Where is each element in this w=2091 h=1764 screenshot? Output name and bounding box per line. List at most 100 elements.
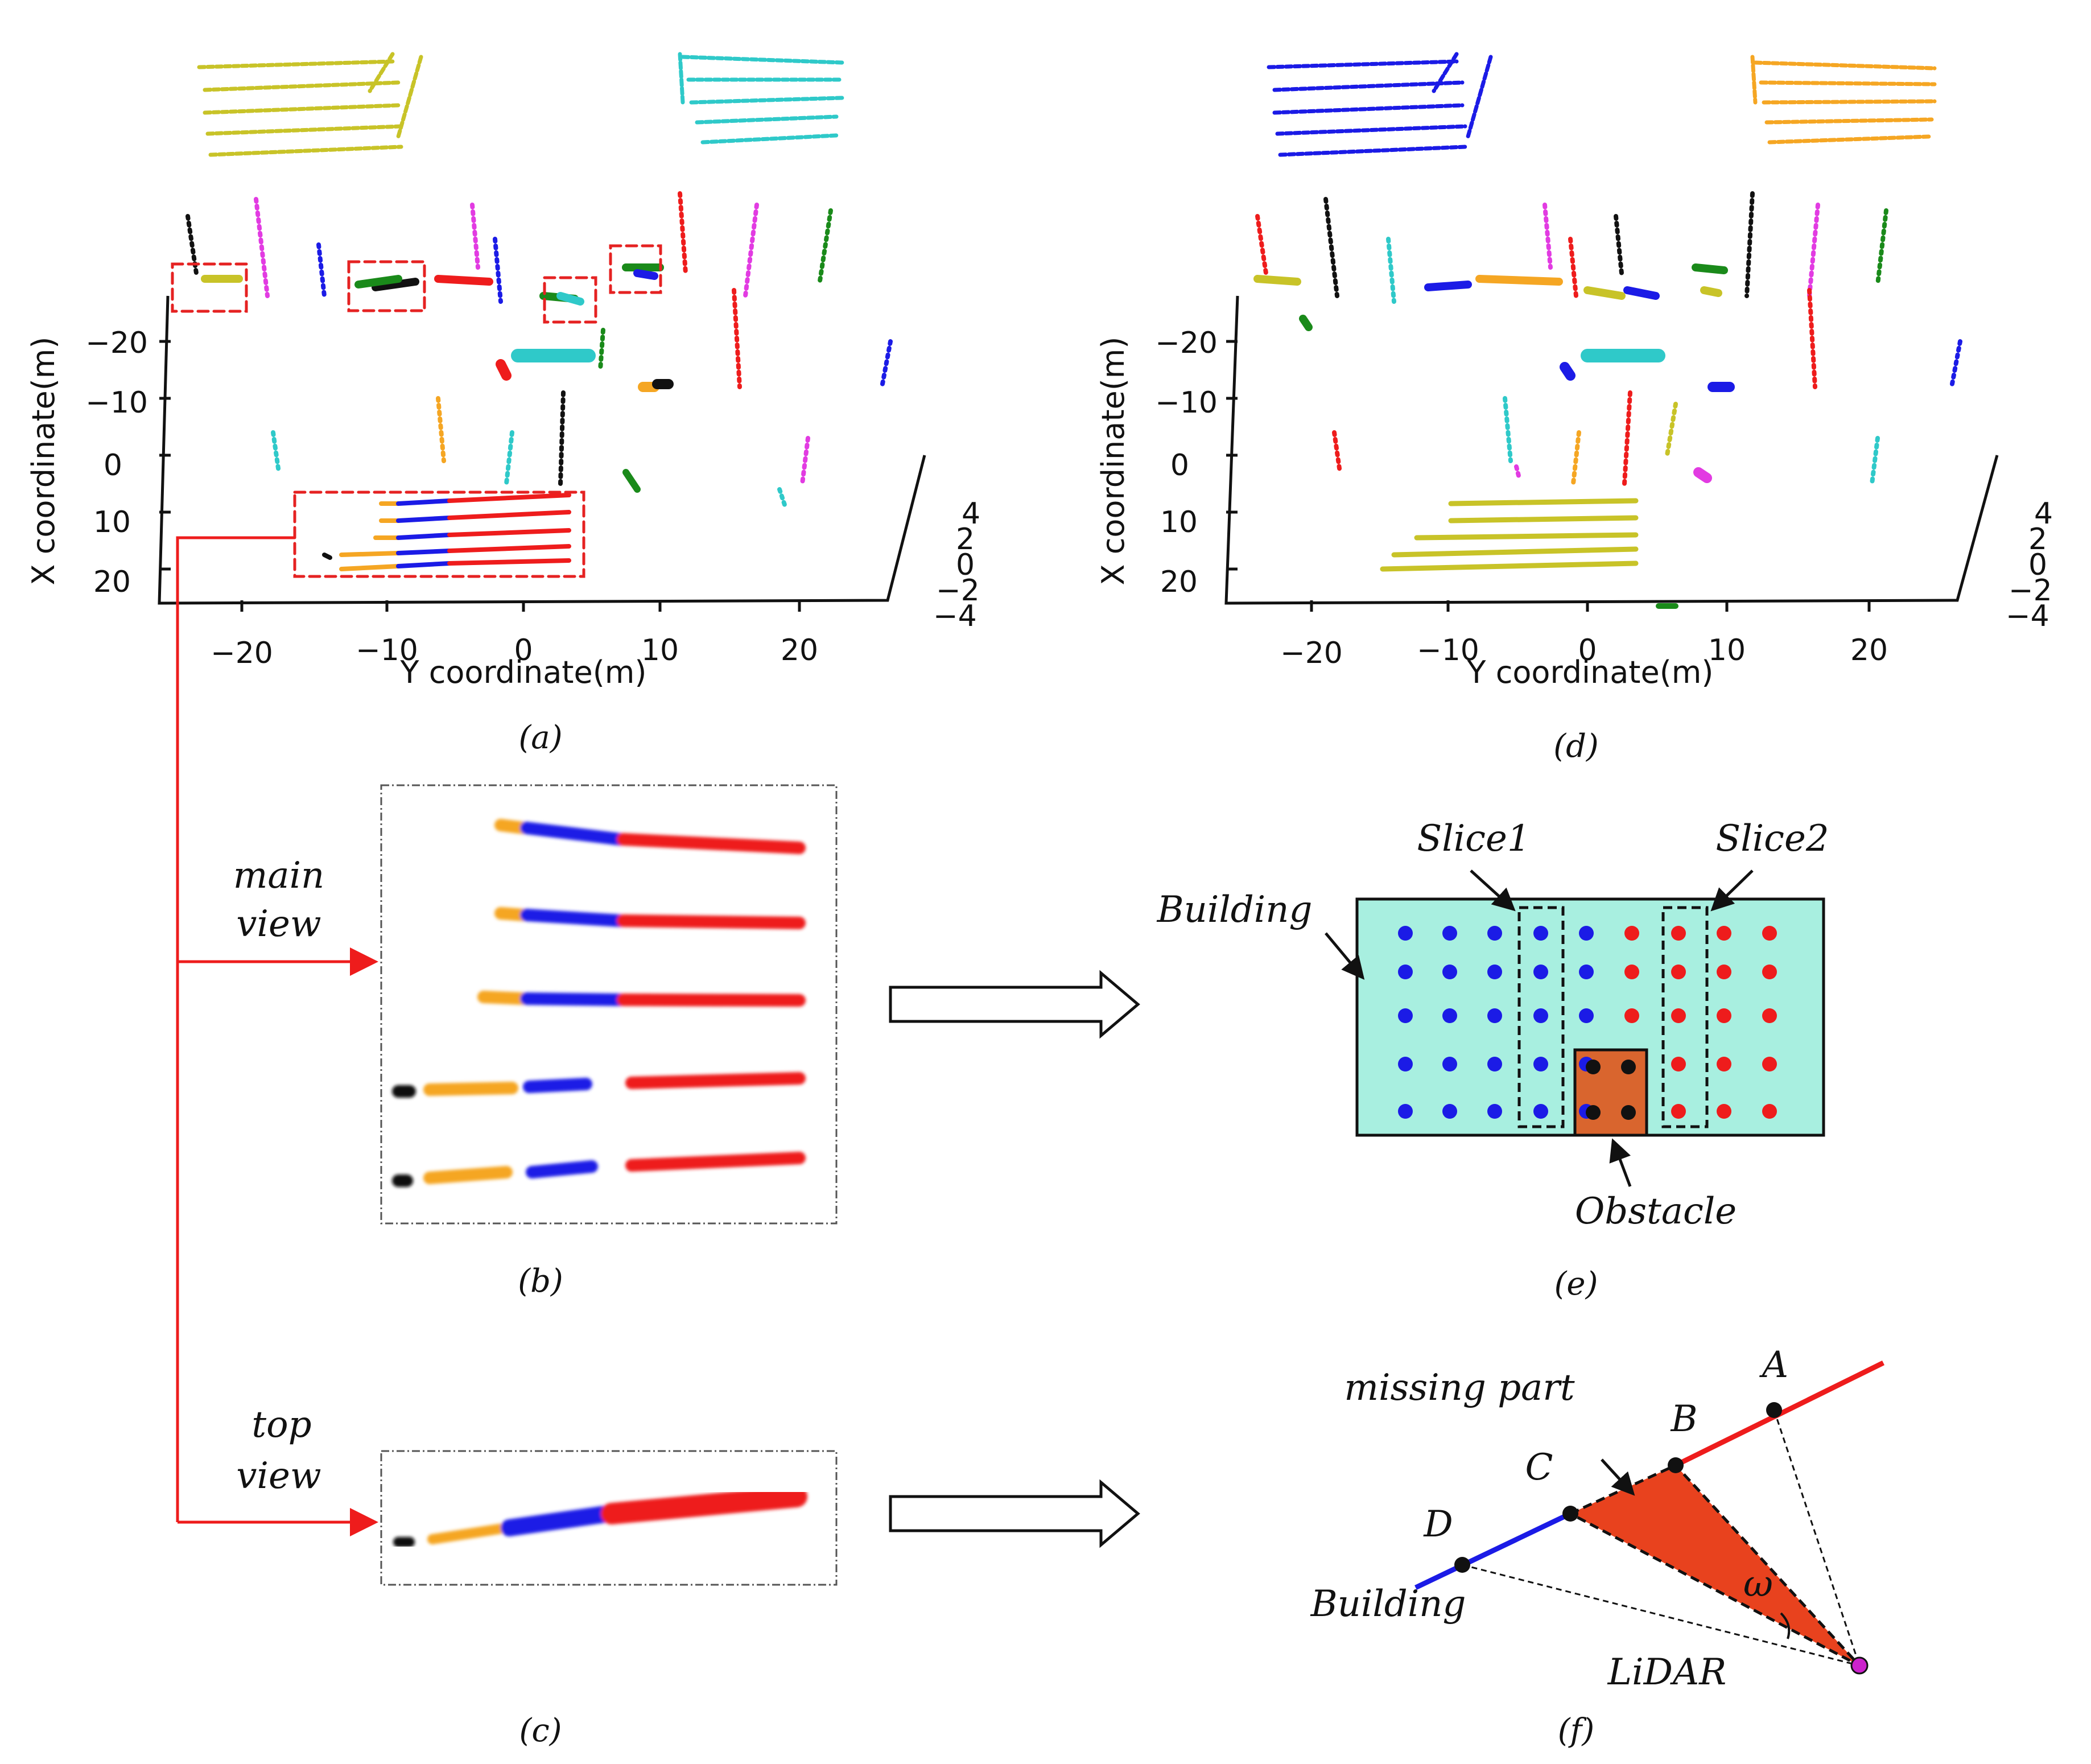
scan-point-dot <box>1762 965 1777 979</box>
scan-point-dot <box>1398 965 1413 979</box>
panel-a: −20 −10 0 10 20 −20 −10 0 10 20 4 2 0 −2… <box>26 52 980 756</box>
panel-d-caption: (d) <box>1553 728 1599 765</box>
tick-label: −10 <box>1155 386 1218 420</box>
panel-a-highlight-boxes <box>171 244 662 578</box>
scan-point-dot <box>1762 1057 1777 1071</box>
obstacle-point-dot <box>1621 1105 1636 1120</box>
slice1-box <box>1517 906 1565 1128</box>
tick-label: 0 <box>1578 633 1597 667</box>
panel-a-z-ticks: 4 2 0 −2 −4 <box>933 497 980 633</box>
panel-c-caption: (c) <box>519 1712 562 1749</box>
scan-point-dot <box>1762 926 1777 941</box>
slice2-box <box>1661 906 1709 1128</box>
tick-label: −2 <box>2008 574 2052 608</box>
tick-label: 20 <box>1850 633 1888 667</box>
tick-label: 0 <box>1170 448 1189 483</box>
panel-d-axes <box>1224 295 1999 612</box>
panel-f-building-label: Building <box>1310 1583 1466 1625</box>
scan-point-dot <box>1533 1104 1548 1119</box>
panel-f: missing part Building LiDAR A B C D ω (f… <box>1310 1344 1884 1749</box>
scan-point-dot <box>1442 926 1457 941</box>
panel-d-x-axis-label: Y coordinate(m) <box>1467 654 1714 690</box>
scan-point-dot <box>1579 965 1594 979</box>
panel-b: main view (b) <box>233 784 838 1300</box>
scan-point-dot <box>1624 965 1639 979</box>
tick-label: −10 <box>356 633 418 667</box>
panel-c-label-line2: view <box>236 1455 321 1497</box>
lidar-point <box>1850 1656 1869 1675</box>
tick-label: −20 <box>85 326 148 360</box>
slice2-label: Slice2 <box>1715 818 1829 860</box>
slice1-label: Slice1 <box>1417 818 1530 860</box>
scan-point-dot <box>1487 1008 1502 1023</box>
scan-point-dot <box>1762 1104 1777 1119</box>
tick-label: 20 <box>93 565 131 599</box>
tick-label: −20 <box>1155 326 1218 360</box>
tick-label: 4 <box>962 497 980 531</box>
panel-a-x-axis-label: Y coordinate(m) <box>400 654 647 690</box>
scan-point-dot <box>1398 1057 1413 1071</box>
obstacle-point-dot <box>1621 1060 1636 1074</box>
panel-d: −20 −10 0 10 20 −20 −10 0 10 20 4 2 0 −2… <box>1095 52 2053 765</box>
panel-a-selected-box <box>293 491 585 578</box>
label-a: A <box>1759 1344 1788 1386</box>
scan-point-dot <box>1624 926 1639 941</box>
scan-point-dot <box>1671 1057 1686 1071</box>
connector-arrows <box>176 536 378 1536</box>
scan-point-dot <box>1717 965 1731 979</box>
missing-part-pointer <box>1601 1458 1635 1496</box>
label-d: D <box>1423 1503 1453 1545</box>
scan-point-dot <box>1762 1008 1777 1023</box>
omega-label: ω <box>1743 1563 1773 1605</box>
panel-e: Slice1 Slice2 Building Obstacle (e) <box>1157 818 1829 1303</box>
lidar-label: LiDAR <box>1607 1651 1727 1693</box>
panel-d-y-axis-label: X coordinate(m) <box>1095 337 1131 586</box>
panel-d-detected-building <box>1380 498 1639 572</box>
scan-point-dot <box>1671 965 1686 979</box>
omega-arc <box>1780 1612 1791 1639</box>
panel-e-building-label: Building <box>1157 889 1313 931</box>
tick-label: −4 <box>933 599 977 633</box>
scan-point-dot <box>1398 1104 1413 1119</box>
tick-label: 0 <box>514 633 533 667</box>
panel-d-z-ticks: 4 2 0 −2 −4 <box>2006 497 2053 633</box>
tick-label: 0 <box>104 448 122 483</box>
tick-label: −4 <box>2006 599 2049 633</box>
scan-point-dot <box>1671 1008 1686 1023</box>
building-pointer <box>1325 932 1365 980</box>
panel-b-frame <box>380 784 838 1225</box>
arrow-b-to-e <box>889 970 1140 1039</box>
scan-point-dot <box>1442 965 1457 979</box>
scan-point-dot <box>1624 1008 1639 1023</box>
scan-point-dot <box>1533 926 1548 941</box>
panel-b-scan-lines <box>392 819 806 1187</box>
obstacle-pointer <box>1609 1138 1632 1187</box>
tick-label: 4 <box>2034 497 2053 531</box>
scan-point-dot <box>1717 1104 1731 1119</box>
panel-f-points <box>1454 1402 1782 1573</box>
label-c: C <box>1525 1446 1553 1489</box>
panel-a-y-axis-label: X coordinate(m) <box>26 337 61 586</box>
scan-point-dot <box>1487 1104 1502 1119</box>
tick-label: 20 <box>1160 565 1198 599</box>
panel-b-label-line1: main <box>233 855 325 897</box>
panel-c: top view (c) <box>236 1404 838 1749</box>
scan-point-dot <box>1487 926 1502 941</box>
tick-label: 0 <box>2028 548 2047 582</box>
scan-point-dot <box>1579 926 1594 941</box>
scan-point-dot <box>1487 965 1502 979</box>
missing-part-region <box>1567 1463 1861 1667</box>
point-b <box>1668 1457 1684 1473</box>
tick-label: −10 <box>1417 633 1479 667</box>
panel-e-dots <box>1398 926 1777 1120</box>
panel-b-caption: (b) <box>518 1263 563 1300</box>
tick-label: 0 <box>956 548 975 582</box>
obstacle-label: Obstacle <box>1575 1190 1737 1233</box>
tick-label: 10 <box>1708 633 1746 667</box>
panel-a-point-cloud <box>171 52 893 578</box>
obstacle-point-dot <box>1586 1060 1601 1074</box>
panel-a-caption: (a) <box>518 719 562 756</box>
arrow-c-to-f <box>889 1479 1140 1548</box>
missing-part-label: missing part <box>1344 1367 1575 1409</box>
